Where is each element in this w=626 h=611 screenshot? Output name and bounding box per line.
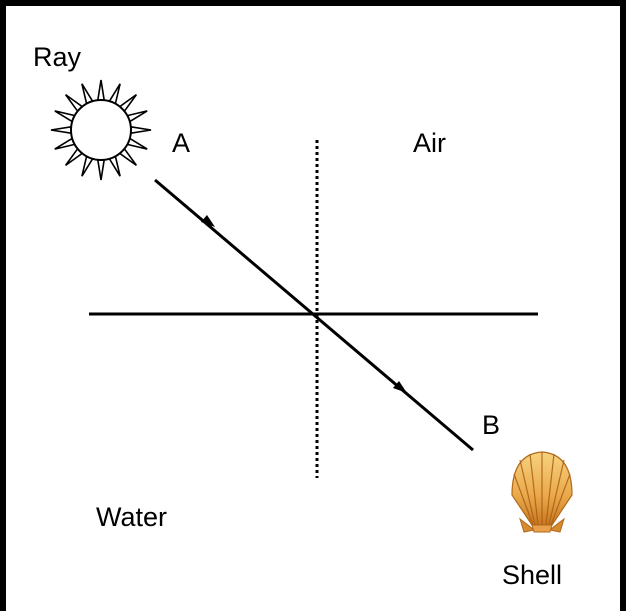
sun-ray (50, 125, 73, 135)
shell-label: Shell (502, 560, 563, 590)
light-ray (154, 178, 474, 452)
sun-ray (129, 125, 152, 135)
point-b-label: B (482, 410, 501, 440)
sun-ray (96, 79, 106, 102)
ray-arrow-upper (201, 215, 215, 227)
air-label: Air (413, 128, 446, 158)
ray-arrow-lower (393, 381, 407, 393)
point-a-label: A (172, 128, 191, 158)
shell-icon (511, 451, 573, 533)
sun-ray (96, 158, 106, 181)
sun-icon (50, 79, 152, 181)
water-label: Water (96, 502, 168, 532)
ray-label: Ray (33, 42, 82, 72)
